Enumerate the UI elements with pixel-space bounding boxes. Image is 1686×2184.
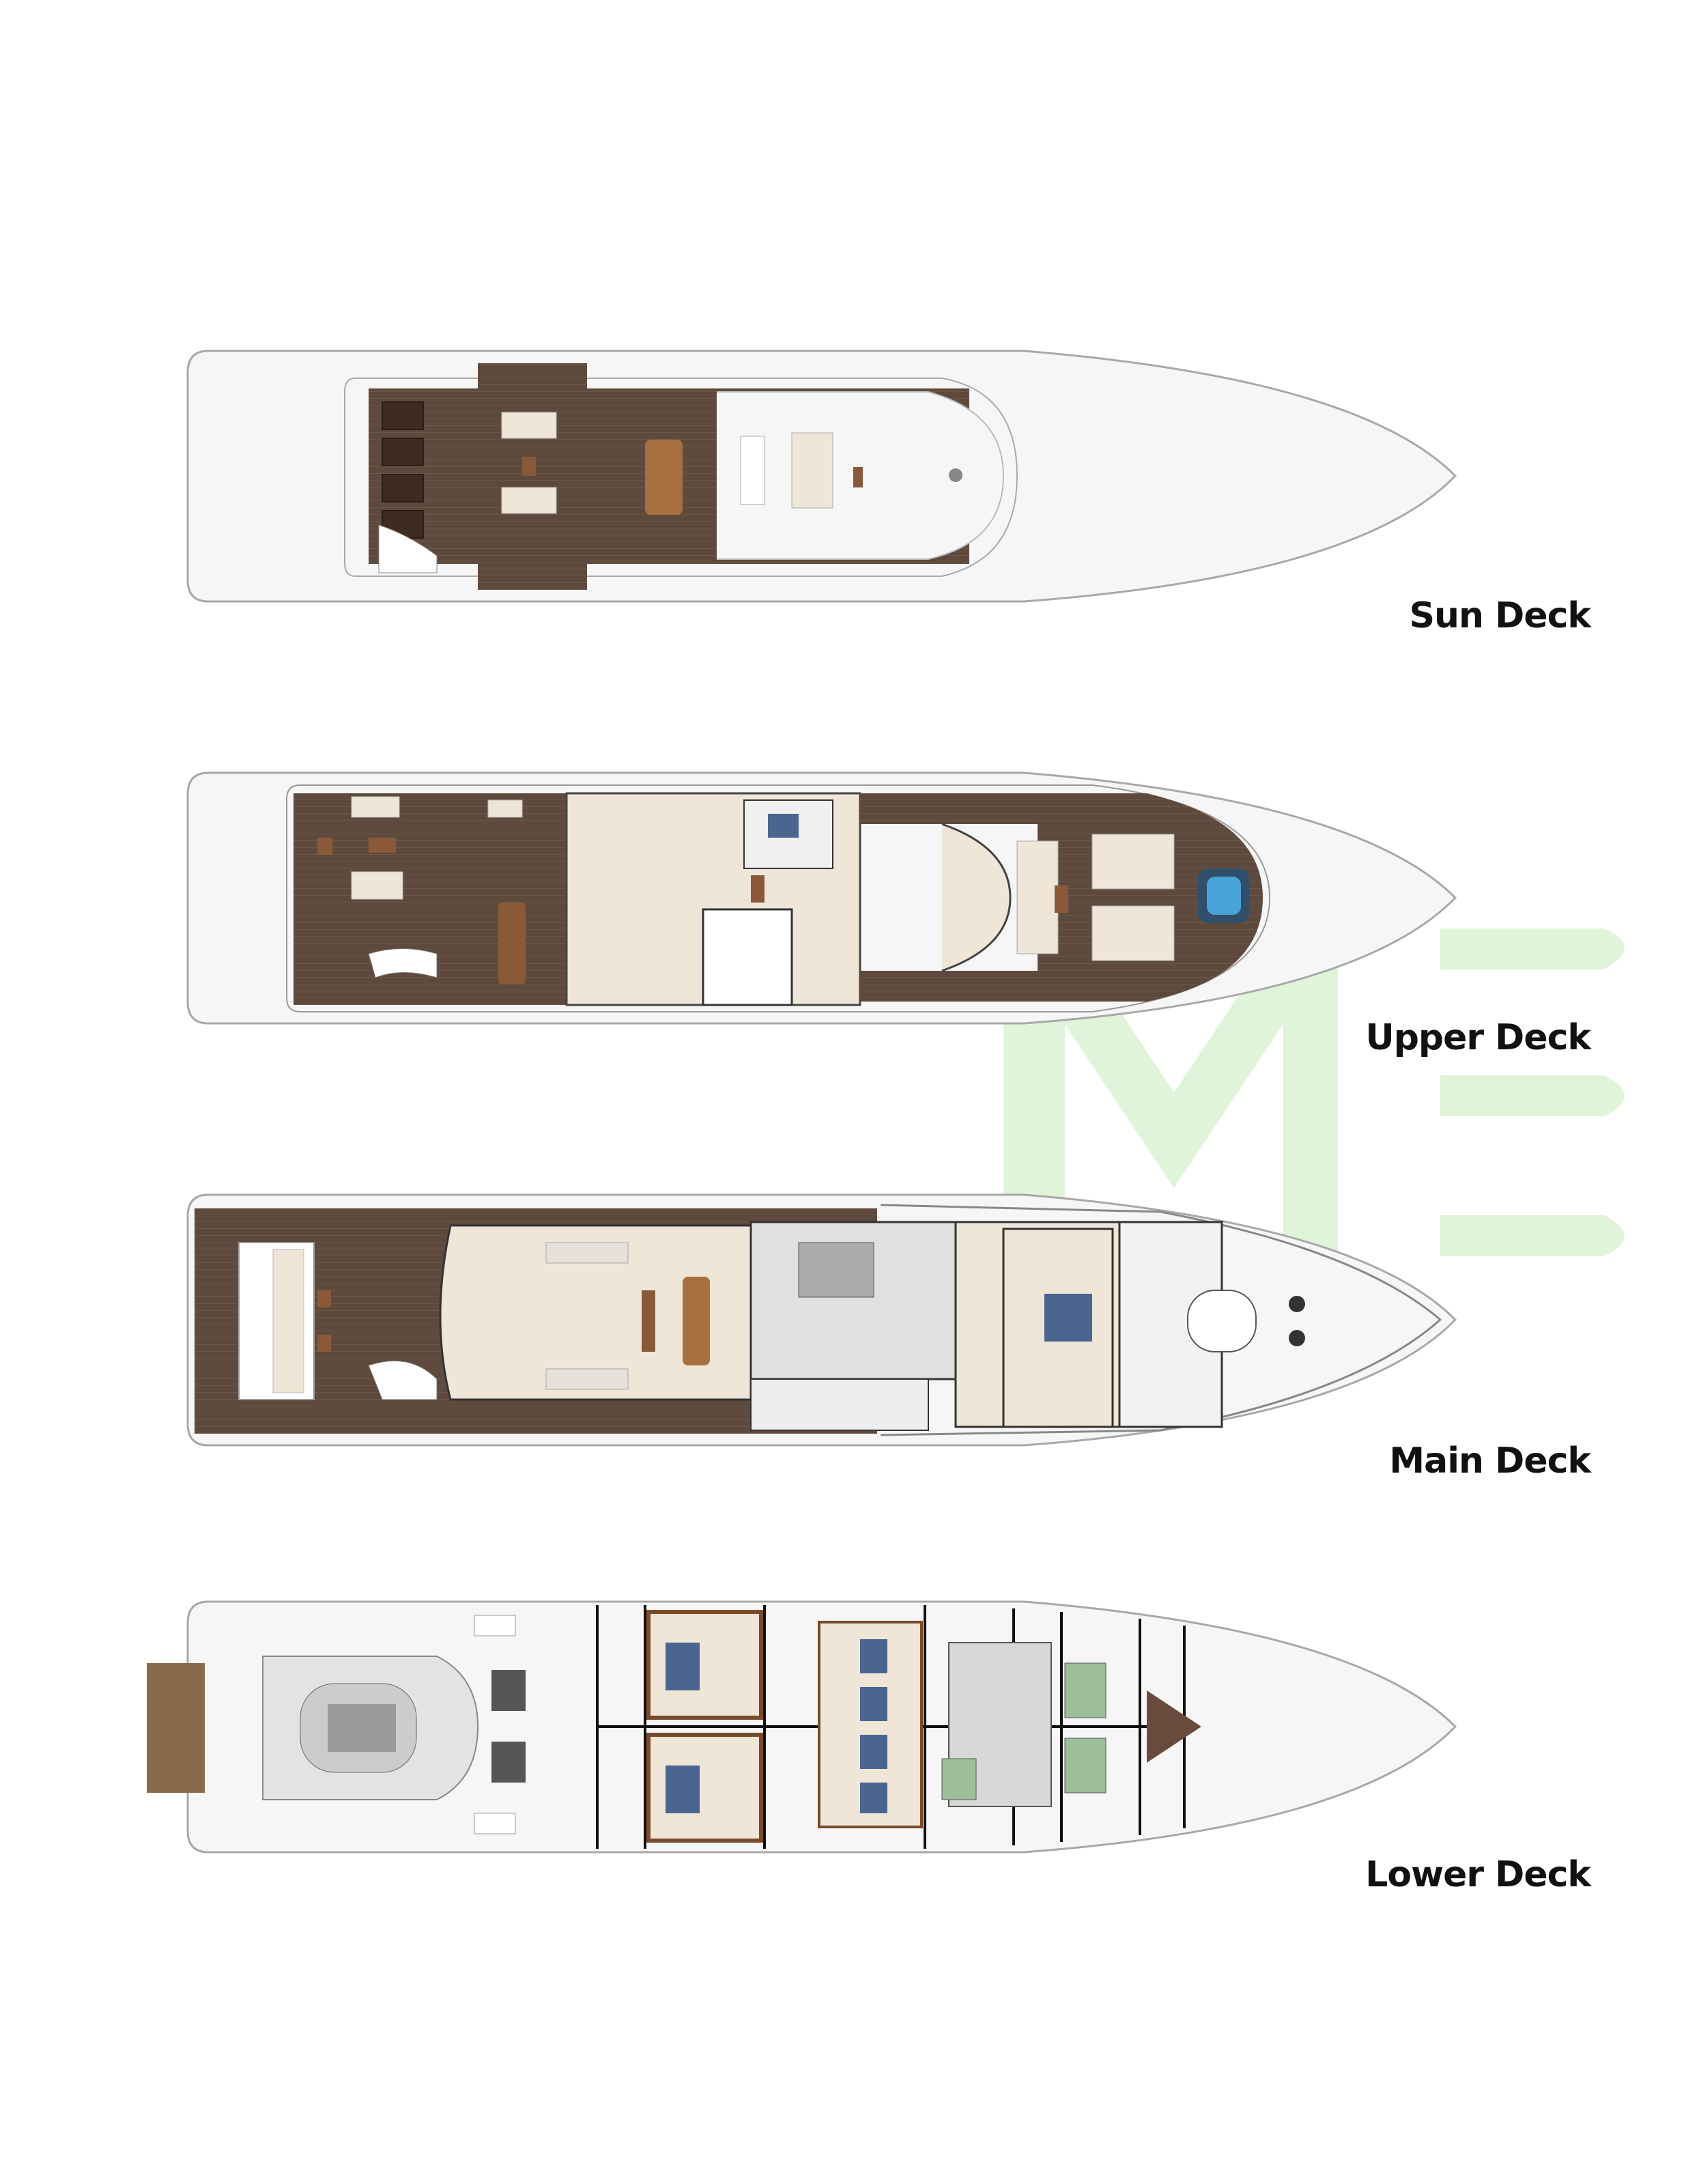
sun-deck-plan (186, 350, 1457, 603)
lower-deck-plan (147, 1600, 1457, 1854)
upper-deck-label: Upper Deck (1365, 1017, 1591, 1058)
main-deck-label: Main Deck (1389, 1441, 1591, 1481)
upper-deck-plan (186, 771, 1457, 1025)
main-deck-plan (186, 1193, 1457, 1447)
sun-deck-label: Sun Deck (1409, 595, 1591, 636)
lower-deck-label: Lower Deck (1365, 1854, 1591, 1895)
